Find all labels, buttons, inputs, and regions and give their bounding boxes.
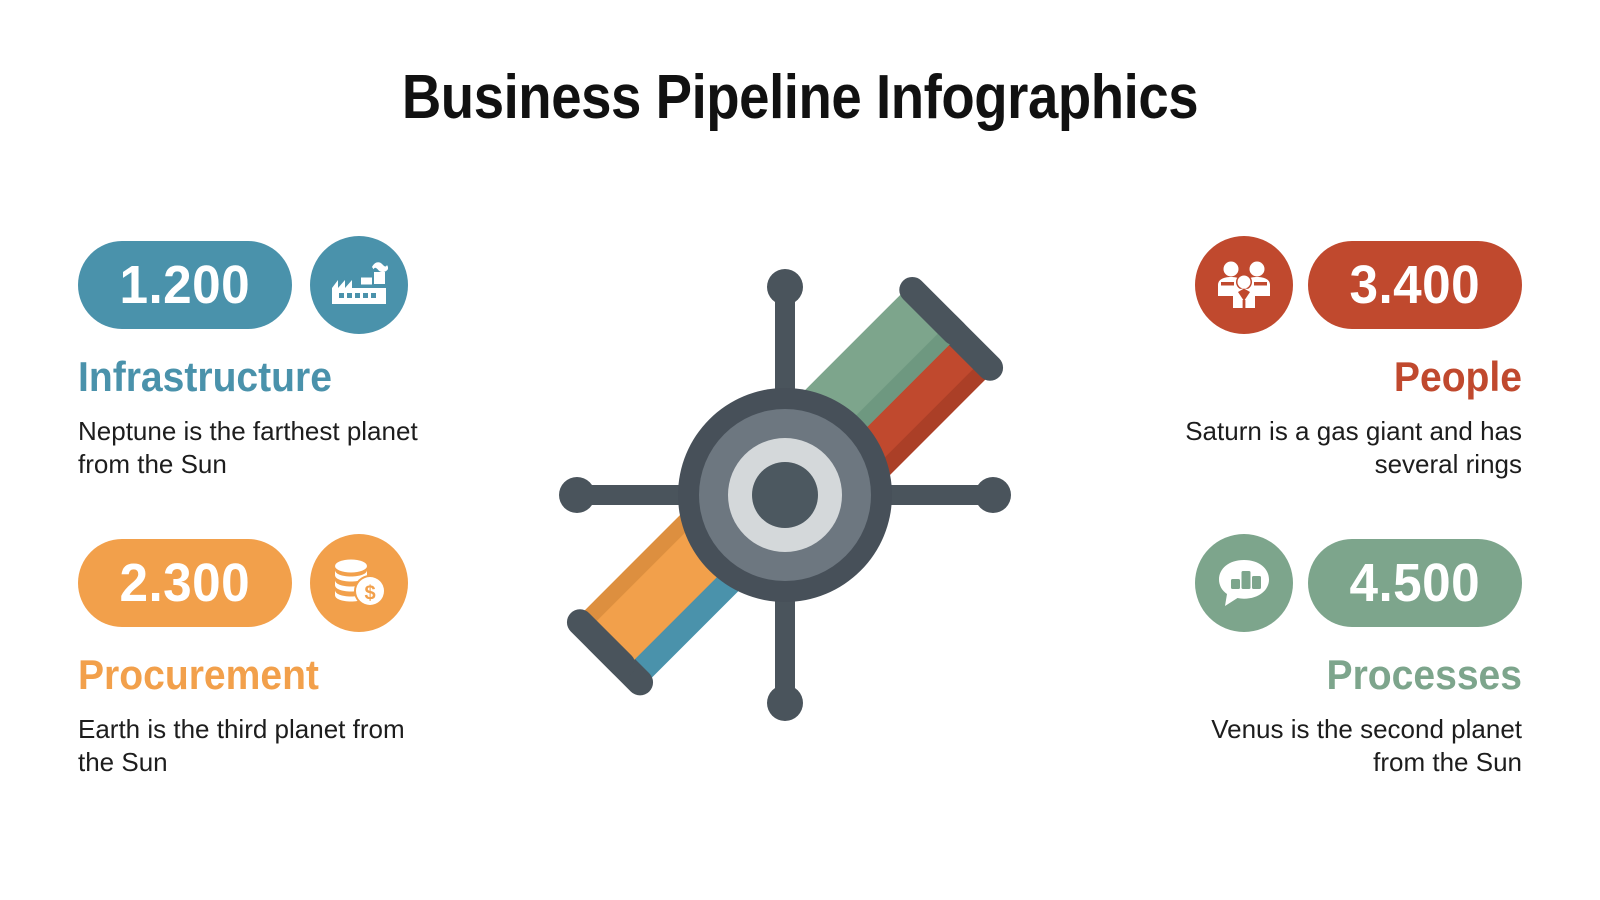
badge-row: 4.500 <box>1092 534 1522 632</box>
value-text: 1.200 <box>119 255 251 315</box>
value-pill-procurement[interactable]: 2.300 <box>78 539 292 627</box>
speech-bubble-chart-icon <box>1219 560 1269 606</box>
stat-block-procurement: 2.300 $ Procurement Earth is the third p… <box>78 534 508 780</box>
page-title: Business Pipeline Infographics <box>401 63 1199 132</box>
stat-block-processes: 4.500 Processes Venus is the second plan… <box>1092 534 1522 780</box>
block-description-processes: Venus is the second planet from the Sun <box>1211 714 1522 778</box>
stat-block-people: 3.400 People Saturn is a gas giant and h… <box>1092 236 1522 482</box>
coins-dollar-icon: $ <box>335 559 386 607</box>
factory-icon-circle[interactable] <box>310 236 408 334</box>
block-description-infrastructure: Neptune is the farthest planet from the … <box>78 416 418 480</box>
block-label-people: People <box>1393 353 1522 400</box>
block-description-procurement: Earth is the third planet from the Sun <box>78 714 405 778</box>
block-description-people: Saturn is a gas giant and has several ri… <box>1185 416 1522 480</box>
badge-row: 2.300 $ <box>78 534 508 632</box>
value-text: 2.300 <box>119 553 251 613</box>
coins-dollar-icon-circle[interactable]: $ <box>310 534 408 632</box>
value-pill-processes[interactable]: 4.500 <box>1308 539 1522 627</box>
people-group-icon <box>1218 261 1270 308</box>
value-pill-infrastructure[interactable]: 1.200 <box>78 241 292 329</box>
pipeline-valve-hub-illustration <box>505 215 1065 775</box>
speech-bubble-chart-icon-circle[interactable] <box>1195 534 1293 632</box>
value-pill-people[interactable]: 3.400 <box>1308 241 1522 329</box>
svg-text:$: $ <box>364 583 375 605</box>
value-text: 3.400 <box>1349 255 1481 315</box>
people-group-icon-circle[interactable] <box>1195 236 1293 334</box>
badge-row: 1.200 <box>78 236 508 334</box>
badge-row: 3.400 <box>1092 236 1522 334</box>
block-label-infrastructure: Infrastructure <box>78 353 332 400</box>
block-label-processes: Processes <box>1326 651 1522 698</box>
stat-block-infrastructure: 1.200 Infrastructure Neptune is the fart… <box>78 236 508 482</box>
value-text: 4.500 <box>1349 553 1481 613</box>
block-label-procurement: Procurement <box>78 651 319 698</box>
valve-hub <box>678 388 892 602</box>
factory-icon <box>332 262 388 304</box>
